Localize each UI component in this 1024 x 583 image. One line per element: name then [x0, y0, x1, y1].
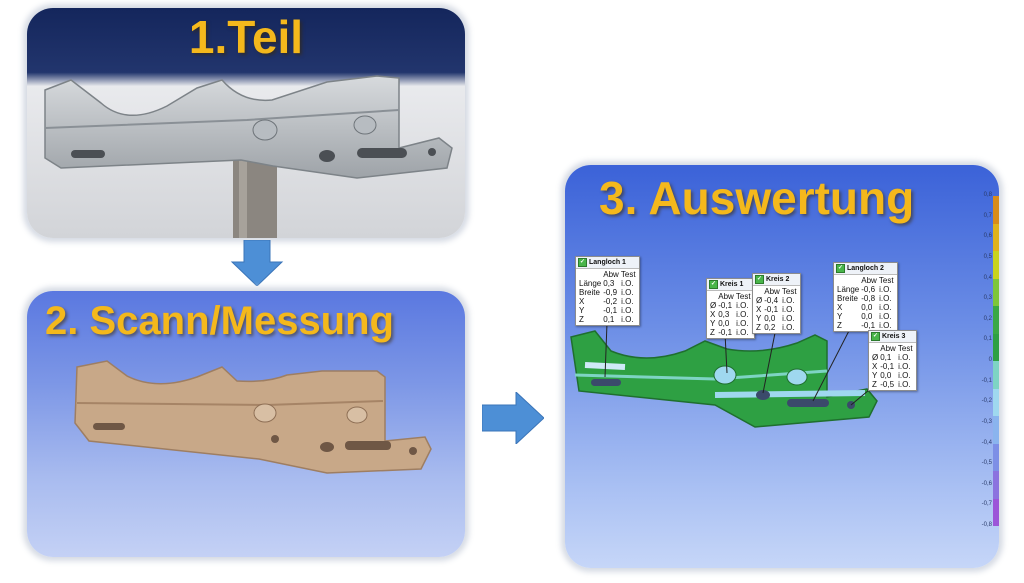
result-box-title: Langloch 1 — [589, 259, 626, 266]
color-scale-segment — [993, 251, 999, 279]
column-header: Abw Test — [880, 344, 913, 353]
color-scale-label: 0 — [988, 357, 992, 363]
color-scale-ticks: 0,8 0,7 0,6 0,5 0,4 0,3 0,2 0,1 0 -0,1 -0,2 -0,3 -0,… — [978, 192, 992, 528]
column-header: Abw Test — [603, 270, 636, 279]
arrow-right-icon — [482, 392, 544, 444]
color-scale-segment — [993, 443, 999, 471]
check-icon: ✓ — [871, 332, 880, 341]
color-scale-label: 0,7 — [983, 212, 992, 219]
step-1-title: 1.Teil — [188, 11, 304, 63]
color-scale-label: -0,6 — [981, 480, 992, 487]
evaluation-model — [570, 322, 878, 428]
color-scale-label: 0,4 — [983, 274, 992, 281]
check-icon: ✓ — [709, 280, 718, 289]
color-scale-segment — [993, 333, 999, 361]
color-scale-segment — [993, 306, 999, 334]
step-2-title: 2. Scann/Messung — [45, 299, 394, 343]
color-scale-label: 0,5 — [983, 253, 992, 260]
panel-scan: 2. Scann/Messung — [27, 291, 465, 557]
color-scale-label: -0,4 — [981, 439, 992, 446]
check-icon: ✓ — [755, 275, 764, 284]
color-scale-label: -0,1 — [981, 377, 992, 384]
color-scale-label: 0,8 — [983, 192, 992, 198]
color-scale-label: -0,7 — [981, 501, 992, 508]
column-header: Abw Test — [718, 292, 751, 301]
arrow-down-icon — [230, 240, 284, 286]
color-scale-segment — [993, 498, 999, 526]
color-scale-segment — [993, 471, 999, 499]
step-3-title: 3. Auswertung — [599, 172, 915, 224]
column-header: Abw Test — [764, 287, 797, 296]
scan-model — [74, 360, 432, 474]
color-scale-label: -0,8 — [981, 522, 992, 528]
panel-evaluation: 3. Auswertung — [565, 165, 999, 568]
result-box-title: Kreis 2 — [766, 276, 790, 283]
color-scale-label: -0,5 — [981, 460, 992, 467]
check-icon: ✓ — [578, 258, 587, 267]
result-box-title: Kreis 1 — [720, 281, 744, 288]
color-scale-segment — [993, 416, 999, 444]
panel-part: 1.Teil — [27, 8, 465, 238]
color-scale-label: 0,1 — [983, 336, 992, 343]
color-scale — [993, 196, 999, 526]
part-photo — [27, 8, 465, 238]
color-scale-label: 0,3 — [983, 295, 992, 302]
color-scale-label: 0,2 — [983, 315, 992, 322]
result-box-title: Kreis 3 — [882, 333, 906, 340]
color-scale-segment — [993, 223, 999, 251]
color-scale-segment — [993, 388, 999, 416]
color-scale-label: -0,2 — [981, 398, 992, 405]
check-icon: ✓ — [836, 264, 845, 273]
result-box-title: Langloch 2 — [847, 265, 884, 272]
color-scale-segment — [993, 361, 999, 389]
color-scale-segment — [993, 278, 999, 306]
color-scale-label: 0,6 — [983, 233, 992, 240]
column-header: Abw Test — [861, 276, 894, 285]
color-scale-label: -0,3 — [981, 418, 992, 425]
color-scale-segment — [993, 196, 999, 224]
